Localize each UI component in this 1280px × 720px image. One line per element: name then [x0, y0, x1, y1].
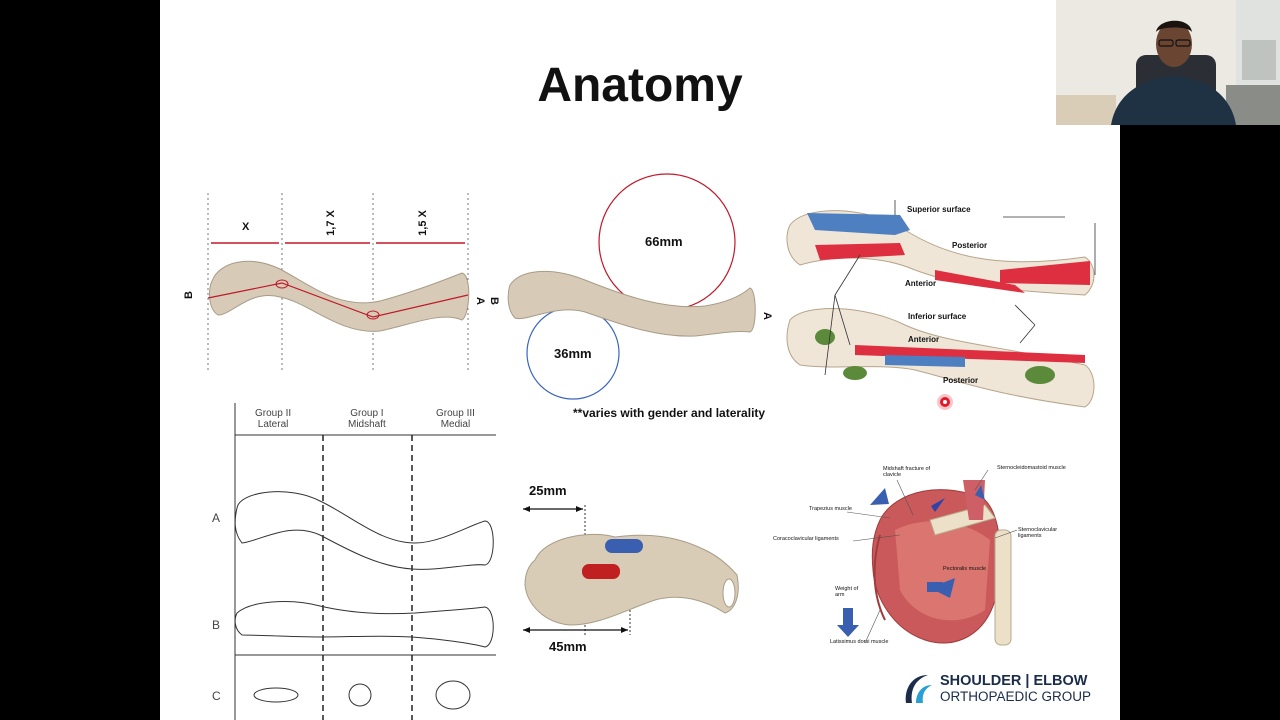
group-header-lateral: Group II Lateral: [255, 408, 291, 430]
label-sternoclavicular: Sternoclavicular ligaments: [1018, 527, 1058, 539]
lateral-clavicle-distances: 25mm 45mm: [515, 475, 755, 660]
gender-laterality-note: **varies with gender and laterality: [573, 406, 766, 420]
group-header-line2: Midshaft: [348, 419, 386, 430]
circle-label-36mm: 36mm: [554, 346, 592, 361]
dim-label-15x: 1,5 X: [416, 210, 429, 236]
end-label-b: B: [182, 291, 195, 299]
presentation-slide: Anatomy X 1,7 X 1,5 X B A B 66m: [160, 0, 1120, 720]
presenter-video: [1056, 0, 1280, 125]
group-header-line1: Group I: [350, 408, 384, 419]
distance-label-25mm: 25mm: [529, 483, 567, 498]
row-label-c: C: [212, 689, 221, 703]
label-anterior-bottom: Anterior: [908, 335, 940, 344]
label-superior-surface: Superior surface: [907, 205, 971, 214]
label-anterior-top: Anterior: [905, 279, 937, 288]
label-trapezius: Trapezius muscle: [809, 506, 852, 512]
label-coracoclavicular: Coracoclavicular ligaments: [773, 536, 839, 542]
presenter-webcam: [1056, 0, 1280, 125]
circle-label-66mm: 66mm: [645, 234, 683, 249]
slide-title: Anatomy: [537, 59, 743, 112]
laser-pointer-cursor: [940, 397, 950, 407]
red-insertion-marker: [582, 564, 620, 579]
group-header-line1: Group III: [436, 408, 475, 419]
label-pectoralis: Pectoralis muscle: [943, 566, 987, 572]
label-posterior-bottom: Posterior: [943, 376, 979, 385]
logo-line1: SHOULDER | ELBOW: [940, 673, 1088, 689]
row-label-b: B: [212, 618, 221, 632]
group-header-medial: Group III Medial: [436, 408, 475, 430]
clavicle-surfaces-diagram: Superior surface Posterior Anterior Infe…: [785, 195, 1105, 420]
blue-insertion-marker: [605, 539, 643, 553]
label-sternocleidomastoid: Sternocleidomastoid muscle: [997, 465, 1066, 471]
label-inferior-surface: Inferior surface: [908, 312, 967, 321]
clavicle-curvature-diagram: 66mm 36mm A: [505, 170, 785, 405]
end-label-b2: B: [487, 297, 500, 305]
logo-mark-icon: [905, 675, 932, 703]
dim-label-17x: 1,7 X: [324, 210, 337, 236]
group-header-midshaft: Group I Midshaft: [348, 408, 386, 430]
label-weight-of-arm: Weight of arm: [835, 586, 859, 598]
dim-label-x: X: [242, 221, 250, 233]
logo-line2: ORTHOPAEDIC GROUP: [940, 689, 1092, 704]
end-label-a: A: [473, 297, 486, 305]
clavicle-ratio-diagram: X 1,7 X 1,5 X B A B: [180, 185, 500, 375]
group-header-line2: Medial: [440, 419, 471, 430]
row-label-a: A: [212, 511, 221, 525]
end-label-a: A: [760, 312, 773, 320]
group-header-line1: Group II: [255, 408, 292, 419]
group-header-line2: Lateral: [257, 419, 289, 430]
label-posterior-top: Posterior: [952, 241, 988, 250]
distance-label-45mm: 45mm: [549, 639, 587, 654]
label-latissimus: Latissimus dorsi muscle: [830, 639, 889, 645]
shoulder-elbow-logo: SHOULDER | ELBOW ORTHOPAEDIC GROUP: [902, 671, 1112, 705]
fracture-group-classification: Group II Lateral Group I Midshaft Group …: [200, 403, 500, 720]
label-midshaft-fracture: Midshaft fracture of clavicle: [883, 466, 931, 478]
deforming-forces-illustration: Midshaft fracture of clavicle Sternoclei…: [773, 460, 1085, 655]
